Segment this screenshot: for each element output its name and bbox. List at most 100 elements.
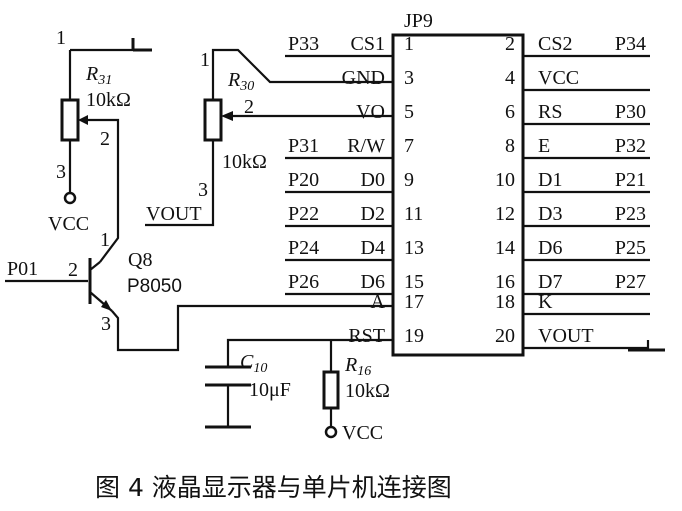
left-pin-number: 17 (404, 291, 424, 313)
r31-value: 10kΩ (86, 89, 131, 111)
left-pin-number: 11 (404, 203, 423, 225)
right-pin-signal: D3 (538, 203, 562, 225)
r31-pin3: 3 (56, 161, 66, 183)
left-pin-signal: D0 (361, 169, 385, 191)
r31-pin2: 2 (100, 128, 110, 150)
right-pin-net: P27 (615, 271, 646, 293)
r30-pin1: 1 (200, 49, 210, 71)
q8-ref: Q8 (128, 249, 152, 271)
right-pin-net: P34 (615, 33, 646, 55)
left-pin-number: 19 (404, 325, 424, 347)
left-pin-net: P33 (288, 33, 319, 55)
left-pin-signal: VO (356, 101, 385, 123)
right-pin-signal: CS2 (538, 33, 572, 55)
right-pin-signal: D6 (538, 237, 562, 259)
r31-body (60, 98, 80, 142)
q8-part-number: P8050 (127, 276, 182, 297)
left-pin-signal: CS1 (351, 33, 385, 55)
r30-to-vout-wire (145, 140, 215, 227)
left-pin-signal: GND (342, 67, 385, 89)
right-pin-signal: VOUT (538, 325, 594, 347)
right-pin-number: 16 (495, 271, 515, 293)
r30-value: 10kΩ (222, 151, 267, 173)
figure-caption: 图 4 液晶显示器与单片机连接图 (95, 473, 452, 502)
q8-pin2: 2 (68, 259, 78, 281)
left-pin-signal: D4 (361, 237, 385, 259)
left-pin-signal: A (371, 291, 386, 313)
right-pin-signal: K (538, 291, 553, 313)
right-pin-group: 2 CS2 P34 4 VCC 6 RS P30 8 E P32 10 D1 P21 12 D3 P23 14 D6… (495, 33, 650, 350)
right-pin-number: 10 (495, 169, 515, 191)
q8-pin3: 3 (101, 313, 111, 335)
rst-wire (226, 338, 393, 366)
r16-vcc-terminal (324, 425, 338, 439)
right-pin-number: 14 (495, 237, 515, 259)
right-pin-signal: D7 (538, 271, 562, 293)
left-pin-net: P22 (288, 203, 319, 225)
r16-ref: R16 (344, 354, 371, 379)
right-pin-number: 4 (505, 67, 515, 89)
right-pin-signal: E (538, 135, 550, 157)
r16-vcc-label: VCC (342, 422, 383, 444)
right-pin-net: P32 (615, 135, 646, 157)
left-pin-number: 5 (404, 101, 414, 123)
jp9-connector-body (391, 33, 525, 357)
c10-ref: C10 (240, 351, 267, 376)
q8-base-net: P01 (7, 258, 38, 280)
left-pin-net: P31 (288, 135, 319, 157)
right-pin-net: P21 (615, 169, 646, 191)
left-pin-signal: RST (348, 325, 385, 347)
left-pin-number: 15 (404, 271, 424, 293)
q8-emitter-to-a-wire (111, 304, 393, 352)
reset-network: C10 10μF R16 10kΩ VCC (205, 338, 393, 444)
q8-transistor: P01 1 2 3 Q8 P8050 (5, 229, 393, 352)
right-pin-net: P30 (615, 101, 646, 123)
left-pin-number: 7 (404, 135, 414, 157)
r31-wiper-to-q8 (88, 118, 120, 263)
r31-pin1: 1 (56, 27, 66, 49)
r16-value: 10kΩ (345, 380, 390, 402)
r30-potentiometer: 1 2 3 R30 10kΩ VOUT (145, 48, 393, 227)
left-pin-signal: D6 (361, 271, 385, 293)
r30-pin2: 2 (244, 96, 254, 118)
right-pin-net: P23 (615, 203, 646, 225)
left-pin-net: P26 (288, 271, 319, 293)
r16-body (322, 370, 340, 410)
right-pin-number: 6 (505, 101, 515, 123)
jp9-label: JP9 (404, 10, 433, 32)
q8-pin1: 1 (100, 229, 110, 251)
r30-body (203, 98, 223, 142)
right-pin-signal: RS (538, 101, 562, 123)
left-pin-number: 3 (404, 67, 414, 89)
right-pin-signal: VCC (538, 67, 579, 89)
right-pin-number: 18 (495, 291, 515, 313)
left-pin-net: P24 (288, 237, 319, 259)
left-pin-number: 9 (404, 169, 414, 191)
right-pin-signal: D1 (538, 169, 562, 191)
r31-potentiometer: 1 2 3 R31 10kΩ VCC (48, 27, 152, 263)
right-pin-number: 20 (495, 325, 515, 347)
right-pin-number: 2 (505, 33, 515, 55)
r31-vcc-label: VCC (48, 213, 89, 235)
vout-net-label-left: VOUT (146, 203, 202, 225)
left-pin-signal: D2 (361, 203, 385, 225)
c10-value: 10μF (249, 379, 291, 401)
r30-ref: R30 (227, 69, 254, 94)
q8-emitter-arrow (101, 300, 112, 311)
left-pin-number: 1 (404, 33, 414, 55)
r30-wiper-arrow (221, 111, 233, 121)
left-pin-number: 13 (404, 237, 424, 259)
r31-wiper-arrow (78, 115, 88, 125)
right-pin-number: 12 (495, 203, 515, 225)
r30-to-gnd-wire (211, 48, 393, 85)
left-pin-net: P20 (288, 169, 319, 191)
r31-ref: R31 (85, 63, 112, 88)
right-pin-number: 8 (505, 135, 515, 157)
right-pin-net: P25 (615, 237, 646, 259)
r31-vcc-terminal (63, 191, 77, 205)
left-pin-signal: R/W (347, 135, 385, 157)
r30-pin3: 3 (198, 179, 208, 201)
q8-collector (89, 261, 101, 271)
